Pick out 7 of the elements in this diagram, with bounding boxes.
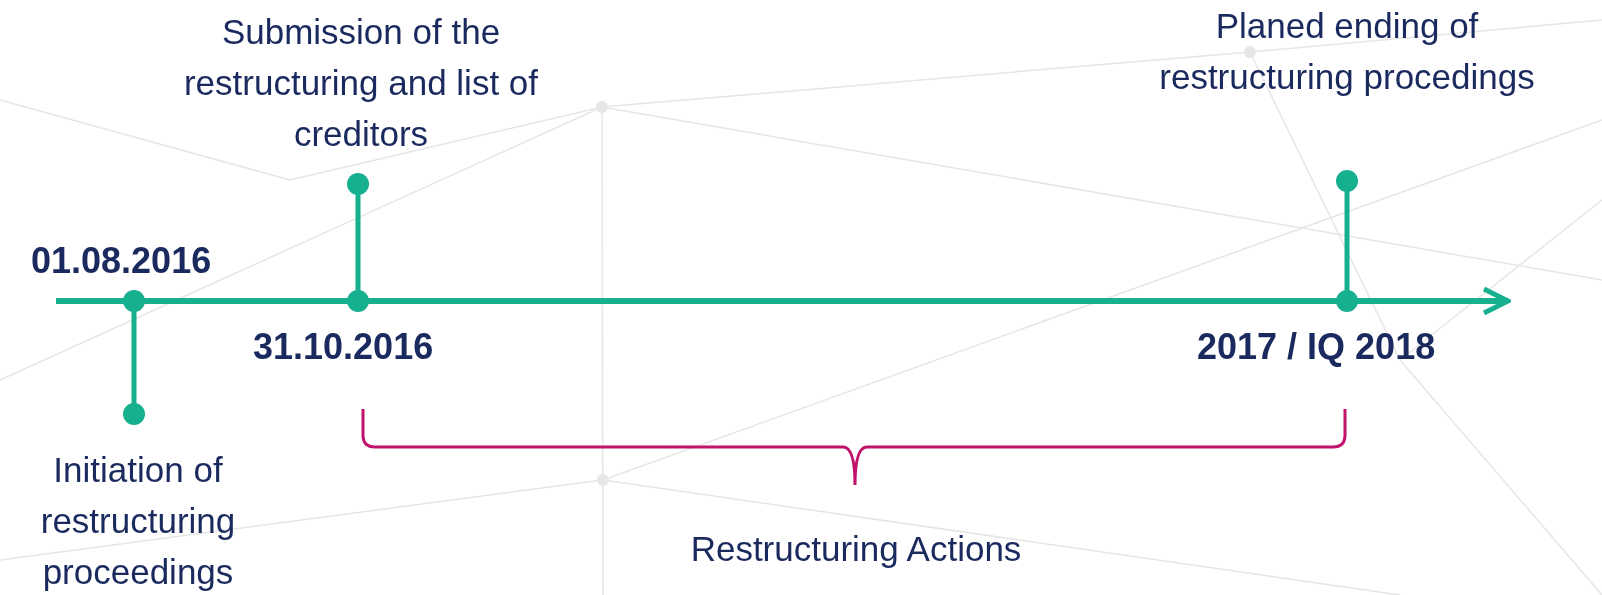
date-label: 2017 / IQ 2018 bbox=[1197, 327, 1437, 367]
event-description: Initiation of restructuring proceedings bbox=[39, 449, 237, 593]
event-description: Planed ending of restructuring procedings bbox=[1158, 5, 1536, 98]
bracket-label: Restructuring Actions bbox=[689, 528, 1023, 570]
date-label: 31.10.2016 bbox=[253, 327, 435, 367]
date-label: 01.08.2016 bbox=[31, 241, 213, 281]
event-description: Submission of the restructuring and list of creditors bbox=[182, 11, 540, 155]
